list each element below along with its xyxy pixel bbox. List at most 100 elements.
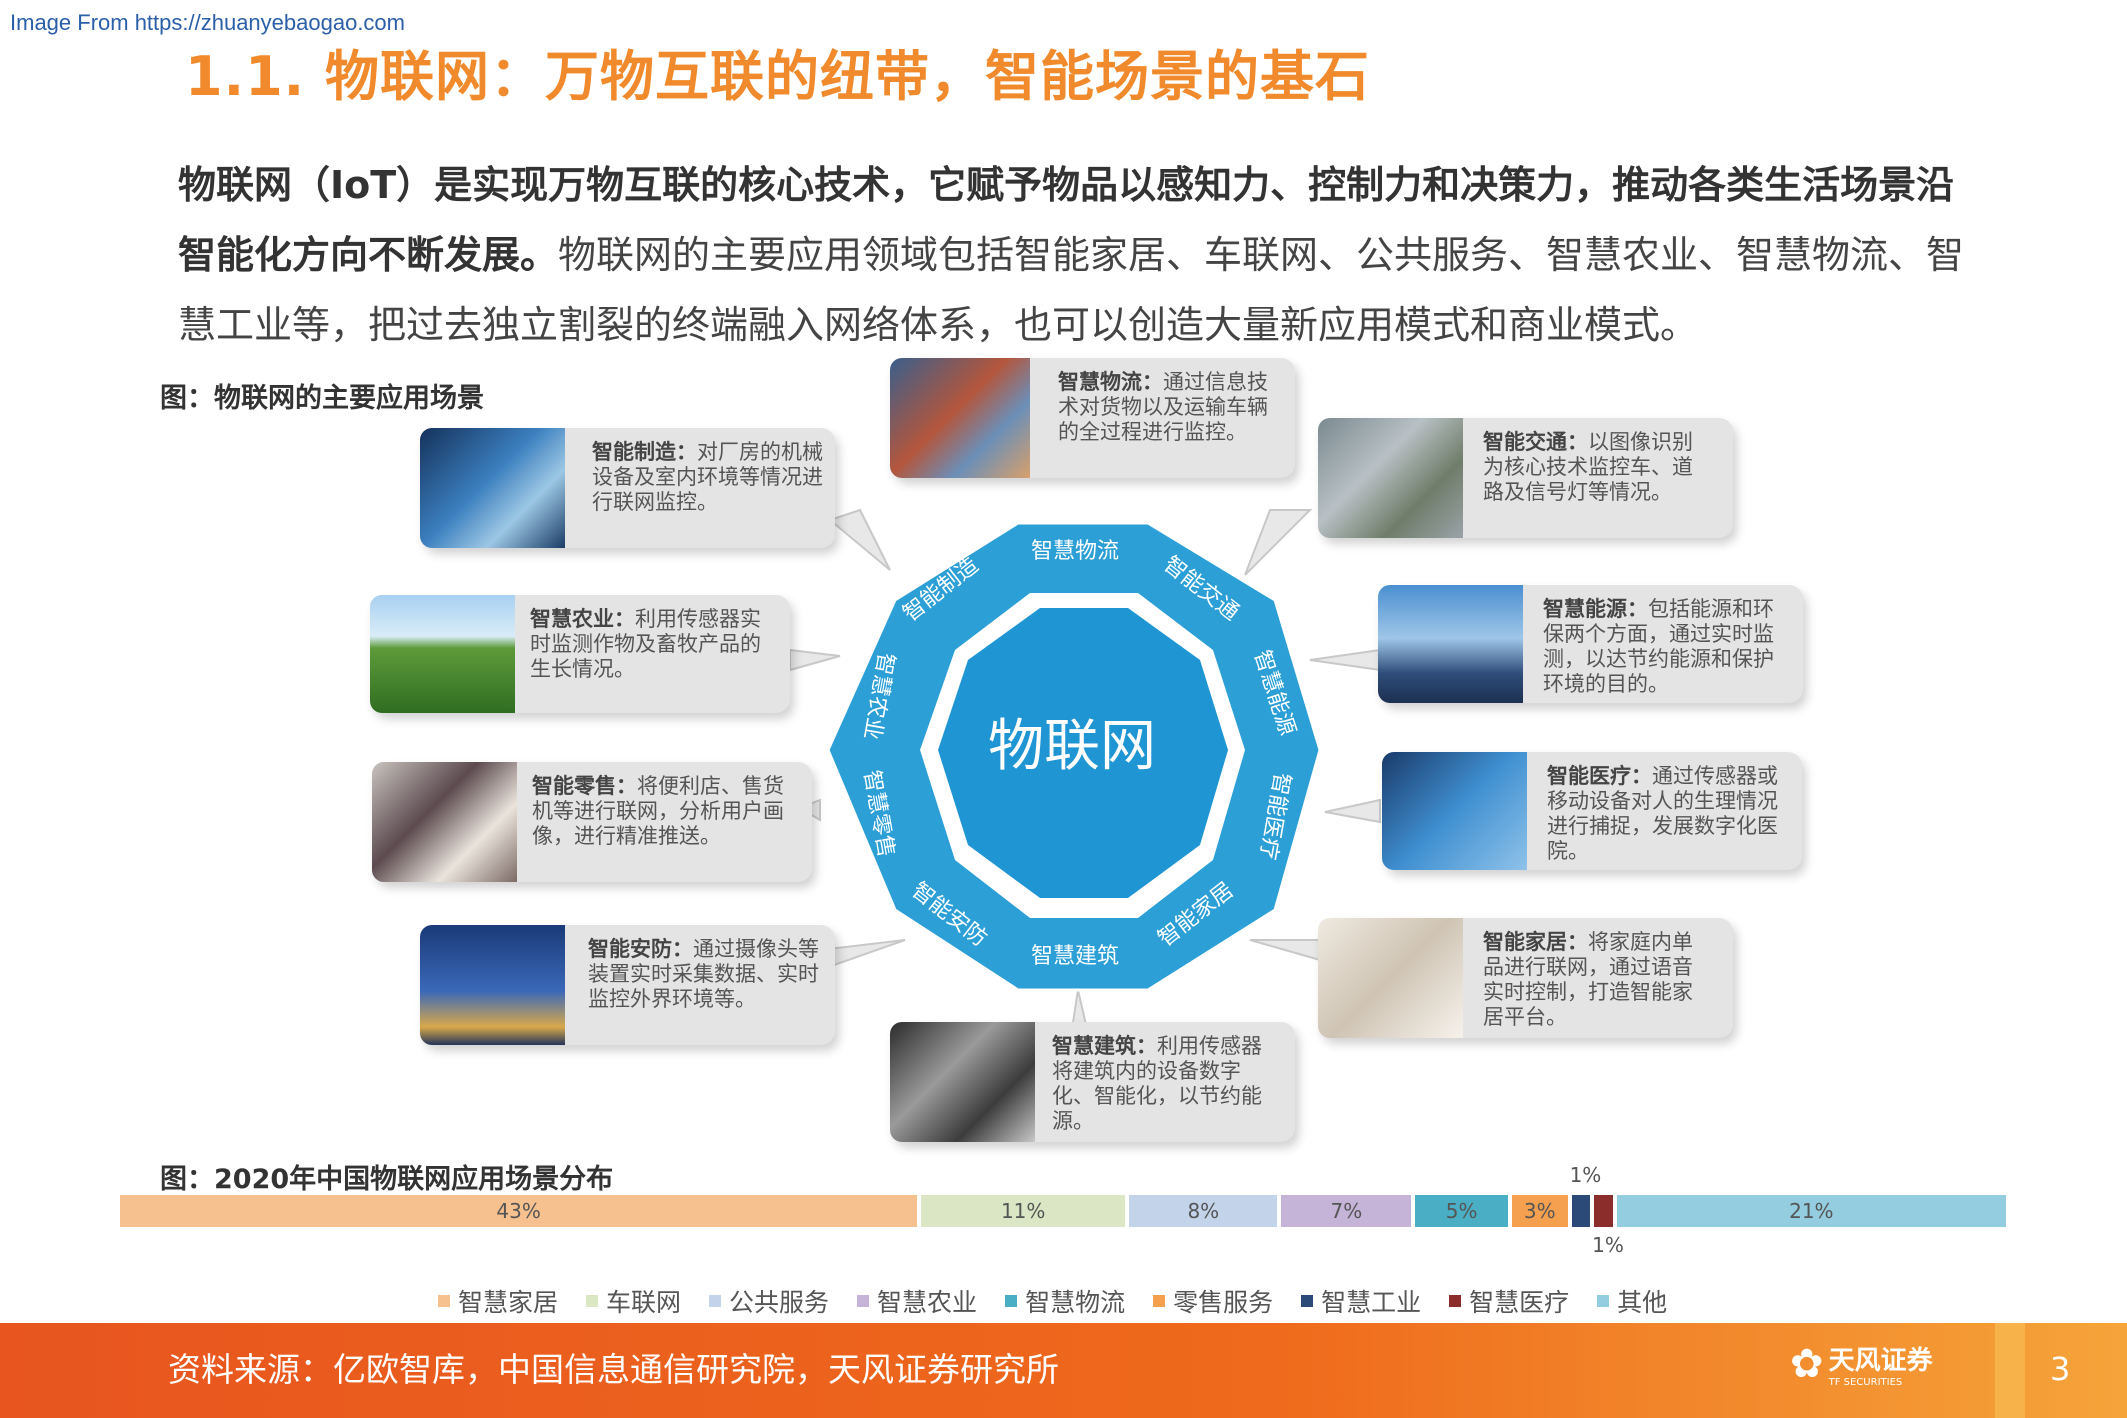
bar-segment-label: 43%: [120, 1195, 918, 1227]
card-desc: 通过传感器或移动设备对人的生理情况进行捕捉，发展数字化医院。: [1547, 764, 1778, 863]
figure1-caption: 图：物联网的主要应用场景: [160, 383, 484, 414]
bar-segment-label: 11%: [921, 1195, 1126, 1227]
card-logistics: 智慧物流：通过信息技术对货物以及运输车辆的全过程进行监控。: [890, 358, 1295, 478]
center-label: 物联网: [988, 714, 1156, 779]
legend-item: 智慧物流: [1005, 1283, 1125, 1319]
legend-swatch: [586, 1295, 599, 1307]
intro-normal: 物联网的主要应用领域包括智能家居、车联网、公共服务、智慧农业、智慧物流、智慧工业…: [178, 233, 1965, 347]
legend-item: 公共服务: [709, 1283, 829, 1319]
iot-diagram: 物联网 智慧物流 智能交通 智慧能源 智能医疗 智能家居 智慧建筑 智能安防 智…: [789, 508, 1381, 1043]
ring-label-building: 智慧建筑: [1031, 944, 1119, 969]
legend-swatch: [1153, 1295, 1166, 1307]
chart-legend: 智慧家居 车联网 公共服务 智慧农业 智慧物流 零售服务 智慧工业 智慧医疗 其他: [438, 1283, 1667, 1319]
card-desc: 将家庭内单品进行联网，通过语音实时控制，打造智能家居平台。: [1483, 930, 1693, 1029]
card-title: 智能安防：: [588, 937, 693, 961]
legend-item: 零售服务: [1153, 1283, 1273, 1319]
card-image: [890, 1022, 1035, 1142]
connector-arrows: [789, 508, 1381, 1043]
source-text: 资料来源：亿欧智库，中国信息通信研究院，天风证券研究所: [168, 1350, 1059, 1389]
brand-logo: ✿ 天风证券 TF SECURITIES: [1790, 1340, 1933, 1388]
legend-swatch: [1005, 1295, 1018, 1307]
page-number: 3: [2050, 1350, 2071, 1388]
legend-label: 智慧家居: [458, 1288, 559, 1317]
bar-segment: [1594, 1195, 1613, 1227]
card-image: [1318, 918, 1463, 1038]
legend-item: 智慧工业: [1301, 1283, 1421, 1319]
legend-item: 智慧家居: [438, 1283, 558, 1319]
stacked-bar-chart: 43%11%8%7%5%3%1%1%21%: [120, 1163, 2006, 1257]
brand-name: 天风证券: [1828, 1346, 1933, 1376]
legend-swatch: [857, 1295, 870, 1307]
ring-label-logistics: 智慧物流: [1031, 539, 1119, 564]
card-image: [1382, 752, 1527, 870]
card-home: 智能家居：将家庭内单品进行联网，通过语音实时控制，打造智能家居平台。: [1318, 918, 1733, 1038]
card-retail: 智能零售：将便利店、售货机等进行联网，分析用户画像，进行精准推送。: [372, 762, 812, 882]
bar-segment-label: 5%: [1415, 1195, 1508, 1227]
brand-sub: TF SECURITIES: [1828, 1377, 1903, 1388]
card-image: [1318, 418, 1463, 538]
card-building: 智慧建筑：利用传感器将建筑内的设备数字化、智能化，以节约能源。: [890, 1022, 1295, 1142]
card-energy: 智慧能源：包括能源和环保两个方面，通过实时监测，以达节约能源和保护环境的目的。: [1378, 585, 1803, 703]
card-desc: 对厂房的机械设备及室内环境等情况进行联网监控。: [592, 440, 823, 514]
intro-bold: 物联网（IoT）是实现万物互联的核心技术，它赋予物品以感知力、控制力和决策力，推…: [178, 163, 1955, 277]
card-title: 智能零售：: [532, 774, 637, 798]
card-desc: 将便利店、售货机等进行联网，分析用户画像，进行精准推送。: [532, 774, 784, 848]
card-title: 智能医疗：: [1547, 764, 1652, 788]
legend-swatch: [1597, 1295, 1610, 1307]
legend-label: 车联网: [606, 1288, 682, 1317]
legend-label: 智慧医疗: [1469, 1288, 1570, 1317]
legend-item: 其他: [1597, 1283, 1667, 1319]
legend-swatch: [709, 1295, 722, 1307]
card-desc: 通过摄像头等装置实时采集数据、实时监控外界环境等。: [588, 937, 819, 1011]
card-title: 智能制造：: [592, 440, 697, 464]
bar-segment-label: 1%: [1592, 1233, 1624, 1257]
legend-label: 智慧物流: [1025, 1288, 1126, 1317]
bar-segment-label: 7%: [1281, 1195, 1412, 1227]
card-image: [1378, 585, 1523, 703]
legend-label: 其他: [1617, 1288, 1668, 1317]
legend-swatch: [1301, 1295, 1314, 1307]
card-desc: 包括能源和环保两个方面，通过实时监测，以达节约能源和保护环境的目的。: [1543, 597, 1774, 696]
brand-flower-icon: ✿: [1790, 1341, 1824, 1387]
card-agri: 智慧农业：利用传感器实时监测作物及畜牧产品的生长情况。: [370, 595, 790, 713]
legend-item: 智慧农业: [857, 1283, 977, 1319]
card-image: [372, 762, 517, 882]
bar-segment-label: 1%: [1569, 1163, 1602, 1187]
card-title: 智慧能源：: [1543, 597, 1648, 621]
bar-segment: [1571, 1195, 1591, 1227]
card-desc: 通过信息技术对货物以及运输车辆的全过程进行监控。: [1058, 370, 1268, 444]
card-security: 智能安防：通过摄像头等装置实时采集数据、实时监控外界环境等。: [420, 925, 835, 1045]
bar-segment-label: 3%: [1511, 1195, 1568, 1227]
card-desc: 利用传感器实时监测作物及畜牧产品的生长情况。: [530, 607, 761, 681]
legend-swatch: [438, 1295, 450, 1307]
figure2-caption: 图：2020年中国物联网应用场景分布: [160, 1164, 614, 1195]
watermark-text: Image From https://zhuanyebaogao.com: [10, 10, 405, 35]
legend-label: 智慧工业: [1321, 1288, 1422, 1317]
card-image: [370, 595, 515, 713]
card-image: [420, 428, 565, 548]
card-desc: 利用传感器将建筑内的设备数字化、智能化，以节约能源。: [1052, 1034, 1262, 1133]
legend-label: 零售服务: [1173, 1288, 1274, 1317]
legend-label: 智慧农业: [877, 1288, 978, 1317]
legend-label: 公共服务: [729, 1288, 830, 1317]
card-medical: 智能医疗：通过传感器或移动设备对人的生理情况进行捕捉，发展数字化医院。: [1382, 752, 1802, 870]
legend-item: 智慧医疗: [1449, 1283, 1569, 1319]
bar-segment-label: 8%: [1129, 1195, 1278, 1227]
bar-segment-label: 21%: [1616, 1195, 2006, 1227]
card-title: 智慧建筑：: [1052, 1034, 1157, 1058]
card-title: 智能交通：: [1483, 430, 1588, 454]
footer-bar: [0, 1323, 2127, 1418]
intro-paragraph: 物联网（IoT）是实现万物互联的核心技术，它赋予物品以感知力、控制力和决策力，推…: [178, 150, 1978, 360]
legend-swatch: [1449, 1295, 1462, 1307]
legend-item: 车联网: [586, 1283, 681, 1319]
card-title: 智慧物流：: [1058, 370, 1163, 394]
card-desc: 以图像识别为核心技术监控车、道路及信号灯等情况。: [1483, 430, 1693, 504]
page-title: 1.1. 物联网：万物互联的纽带，智能场景的基石: [185, 45, 1370, 108]
center-octagon: [938, 608, 1228, 898]
card-manufacture: 智能制造：对厂房的机械设备及室内环境等情况进行联网监控。: [420, 428, 835, 548]
card-title: 智慧农业：: [530, 607, 635, 631]
card-traffic: 智能交通：以图像识别为核心技术监控车、道路及信号灯等情况。: [1318, 418, 1733, 538]
card-image: [420, 925, 565, 1045]
footer-accent: [1995, 1323, 2025, 1418]
card-title: 智能家居：: [1483, 930, 1588, 954]
